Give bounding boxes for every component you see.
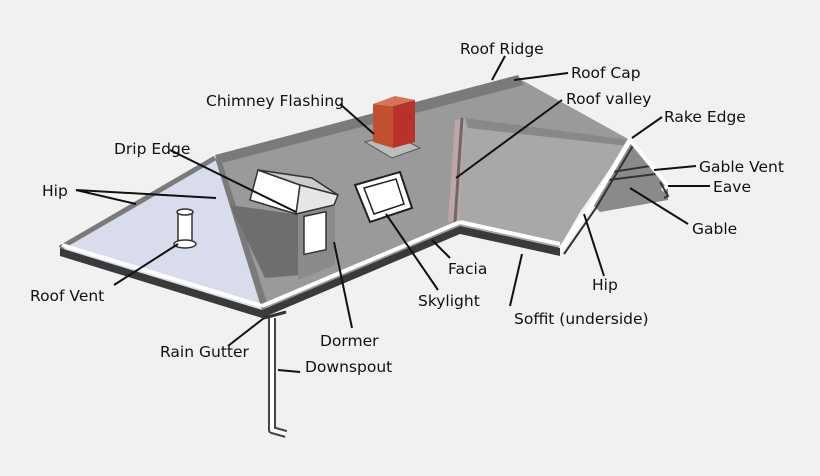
hip-line-left: [58, 155, 217, 251]
chimney-right-face: [393, 100, 415, 148]
label-roof-cap: Roof Cap: [571, 64, 641, 82]
dormer-roof-side: [295, 184, 340, 215]
rake-edge-outline: [563, 143, 635, 255]
leader-rain-gutter: [227, 317, 265, 347]
roof-valley-line: [453, 117, 464, 223]
label-downspout: Downspout: [305, 358, 392, 376]
gable-vent-stripe-2: [607, 173, 657, 181]
leader-downspout: [277, 369, 301, 373]
gable-wing: [460, 118, 630, 250]
fascia-front-white: [261, 220, 461, 308]
hip-roof-face: [60, 158, 262, 310]
leader-rake-edge: [631, 116, 663, 139]
dormer-window: [303, 210, 327, 256]
chimney-left-face: [373, 104, 393, 148]
label-dormer: Dormer: [320, 332, 379, 350]
label-roof-ridge: Roof Ridge: [460, 40, 544, 58]
leader-facia: [431, 239, 451, 259]
leader-hip-right: [583, 213, 605, 277]
gable-end: [592, 140, 668, 212]
leader-roof-ridge: [491, 55, 506, 81]
label-chimney-flashing: Chimney Flashing: [206, 92, 344, 110]
leader-roof-valley: [455, 99, 563, 179]
downspout-top-elbow: [263, 310, 287, 320]
leader-drip-edge: [169, 149, 297, 213]
fascia-right-white: [459, 220, 561, 246]
roof-cap: [215, 75, 524, 164]
eave-left: [60, 248, 262, 318]
label-roof-vent: Roof Vent: [30, 287, 104, 305]
leader-gable: [629, 187, 689, 225]
gable-wing-ridge: [465, 118, 630, 146]
leader-hip-left-a: [75, 189, 217, 199]
hip-edge-strip: [215, 158, 268, 310]
leader-roof-cap: [513, 72, 569, 81]
eave-corner: [659, 181, 670, 199]
label-hip-right: Hip: [592, 276, 618, 294]
dormer-shadow: [230, 205, 300, 278]
label-gable: Gable: [692, 220, 737, 238]
roof-vent-base: [173, 239, 197, 249]
label-drip-edge: Drip Edge: [114, 140, 190, 158]
skylight-glass: [363, 178, 405, 215]
label-eave: Eave: [713, 178, 751, 196]
downspout-pipe: [268, 318, 288, 438]
leader-dormer: [333, 241, 353, 329]
label-rake-edge: Rake Edge: [664, 108, 746, 126]
label-hip-left: Hip: [42, 182, 68, 200]
label-gable-vent: Gable Vent: [699, 158, 784, 176]
label-soffit: Soffit (underside): [514, 310, 649, 328]
label-facia: Facia: [448, 260, 487, 278]
leader-chimney-flashing: [339, 103, 375, 135]
leader-soffit: [509, 253, 523, 307]
label-skylight: Skylight: [418, 292, 480, 310]
label-roof-valley: Roof valley: [566, 90, 651, 108]
label-rain-gutter: Rain Gutter: [160, 343, 250, 361]
chimney-top: [373, 96, 415, 106]
fascia-right: [460, 226, 560, 256]
roof-vent-top: [176, 208, 194, 216]
eave-left-white: [61, 243, 263, 308]
downspout-pipe-highlight: [270, 318, 287, 436]
leader-roof-vent: [113, 243, 179, 286]
leader-gable-vent: [653, 165, 697, 171]
roof-vent-pipe: [177, 211, 193, 243]
leader-hip-left-b: [75, 189, 137, 205]
leader-skylight: [385, 213, 439, 291]
rake-edge-trim: [557, 138, 633, 252]
